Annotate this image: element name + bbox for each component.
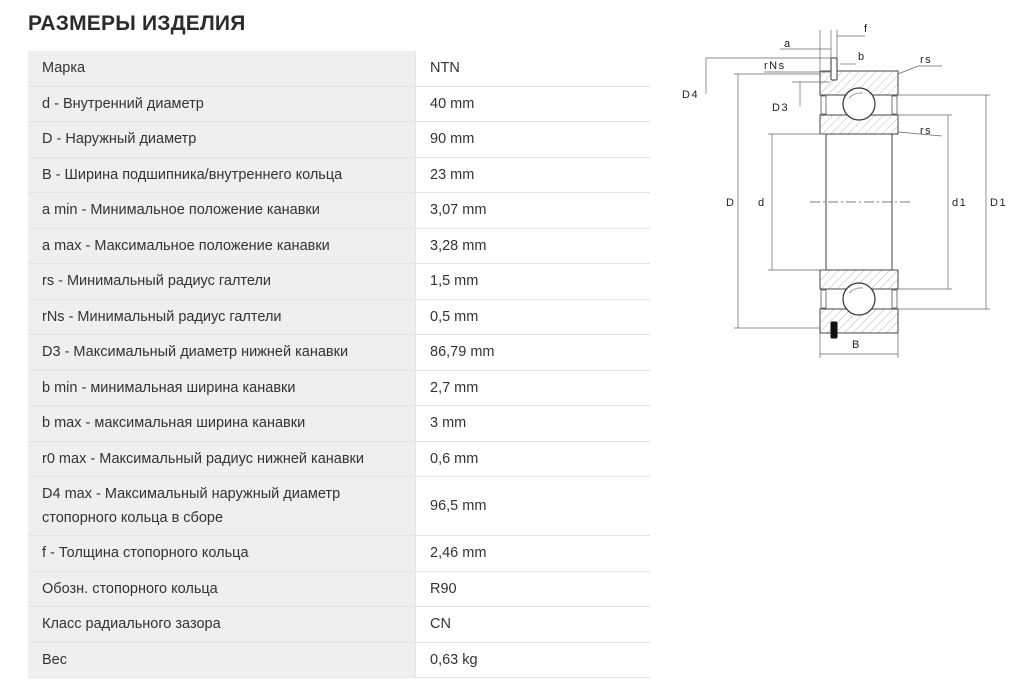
row-label: Вес bbox=[28, 642, 416, 678]
table-row: r0 max - Максимальный радиус нижней кана… bbox=[28, 441, 650, 477]
row-value: 3,28 mm bbox=[415, 228, 650, 264]
seal-bottom-right bbox=[891, 289, 898, 309]
label-rns: rNs bbox=[764, 60, 786, 72]
label-D: D bbox=[726, 197, 735, 209]
table-row: rs - Минимальный радиус галтели 1,5 mm bbox=[28, 263, 650, 300]
table-row: a max - Максимальное положение канавки 3… bbox=[28, 228, 650, 264]
ball-bottom-highlight bbox=[848, 287, 864, 294]
label-rs-mid: rs bbox=[920, 125, 932, 137]
table-row: Обозн. стопорного кольца R90 bbox=[28, 571, 650, 607]
snap-ring-bottom bbox=[830, 321, 838, 339]
table-row: B - Ширина подшипника/внутреннего кольца… bbox=[28, 157, 650, 193]
table-row: Вес 0,63 kg bbox=[28, 642, 650, 678]
row-value: 86,79 mm bbox=[415, 334, 650, 371]
row-value: 96,5 mm bbox=[415, 476, 650, 536]
row-label: b min - минимальная ширина канавки bbox=[28, 370, 416, 406]
row-value: 0,5 mm bbox=[415, 299, 650, 335]
row-label: rNs - Минимальный радиус галтели bbox=[28, 299, 416, 335]
table-row: f - Толщина стопорного кольца 2,46 mm bbox=[28, 535, 650, 572]
label-rs-top: rs bbox=[920, 54, 932, 66]
rs-mid-leader bbox=[897, 131, 943, 137]
row-label: a min - Минимальное положение канавки bbox=[28, 192, 416, 229]
table-row: Класс радиального зазора CN bbox=[28, 606, 650, 643]
label-d4: D4 bbox=[682, 89, 699, 101]
table-row: Марка NTN bbox=[28, 51, 650, 87]
row-value: 2,7 mm bbox=[415, 370, 650, 406]
label-a: a bbox=[784, 38, 792, 50]
row-label: Класс радиального зазора bbox=[28, 606, 416, 643]
row-value: CN bbox=[415, 606, 650, 643]
row-value: NTN bbox=[415, 51, 650, 87]
row-label: d - Внутренний диаметр bbox=[28, 86, 416, 122]
row-value: 40 mm bbox=[415, 86, 650, 122]
label-d: d bbox=[758, 197, 766, 209]
row-value: 0,63 kg bbox=[415, 642, 650, 678]
row-value: 1,5 mm bbox=[415, 263, 650, 300]
row-label: rs - Минимальный радиус галтели bbox=[28, 263, 416, 300]
row-value: 3,07 mm bbox=[415, 192, 650, 229]
row-label: Марка bbox=[28, 51, 416, 87]
table-row: b max - максимальная ширина канавки 3 mm bbox=[28, 405, 650, 442]
rs-top-leader bbox=[897, 65, 919, 75]
label-f: f bbox=[864, 23, 869, 35]
table-row: D4 max - Максимальный наружный диаметр с… bbox=[28, 476, 650, 536]
ball-top-highlight bbox=[848, 92, 864, 99]
snap-ring-top bbox=[830, 57, 838, 81]
label-D1: D1 bbox=[990, 197, 1007, 209]
table-row: rNs - Минимальный радиус галтели 0,5 mm bbox=[28, 299, 650, 335]
row-label: B - Ширина подшипника/внутреннего кольца bbox=[28, 157, 416, 193]
table-row: D - Наружный диаметр 90 mm bbox=[28, 121, 650, 158]
seal-top-right bbox=[891, 95, 898, 115]
bearing-dimensions-diagram: D4 D D3 d d1 D1 B a f b rNs rs rs bbox=[682, 23, 1007, 358]
table-row: b min - минимальная ширина канавки 2,7 m… bbox=[28, 370, 650, 406]
page-title: РАЗМЕРЫ ИЗДЕЛИЯ bbox=[28, 12, 246, 35]
row-label: D4 max - Максимальный наружный диаметр с… bbox=[28, 476, 416, 536]
label-B: B bbox=[852, 339, 861, 351]
row-label: D3 - Максимальный диаметр нижней канавки bbox=[28, 334, 416, 371]
row-value: 3 mm bbox=[415, 405, 650, 442]
label-d3: D3 bbox=[772, 102, 789, 114]
row-value: 2,46 mm bbox=[415, 535, 650, 572]
specifications-table: Марка NTN d - Внутренний диаметр 40 mm D… bbox=[28, 51, 650, 678]
label-d1: d1 bbox=[952, 197, 967, 209]
row-label: b max - максимальная ширина канавки bbox=[28, 405, 416, 442]
row-label: a max - Максимальное положение канавки bbox=[28, 228, 416, 264]
seal-top-left bbox=[820, 95, 827, 115]
table-row: a min - Минимальное положение канавки 3,… bbox=[28, 192, 650, 229]
table-row: d - Внутренний диаметр 40 mm bbox=[28, 86, 650, 122]
seal-bottom-left bbox=[820, 289, 827, 309]
row-value: 0,6 mm bbox=[415, 441, 650, 477]
row-value: R90 bbox=[415, 571, 650, 607]
row-label: D - Наружный диаметр bbox=[28, 121, 416, 158]
table-row: D3 - Максимальный диаметр нижней канавки… bbox=[28, 334, 650, 371]
label-b: b bbox=[858, 51, 866, 63]
row-label: r0 max - Максимальный радиус нижней кана… bbox=[28, 441, 416, 477]
row-value: 23 mm bbox=[415, 157, 650, 193]
row-label: Обозн. стопорного кольца bbox=[28, 571, 416, 607]
row-label: f - Толщина стопорного кольца bbox=[28, 535, 416, 572]
row-value: 90 mm bbox=[415, 121, 650, 158]
